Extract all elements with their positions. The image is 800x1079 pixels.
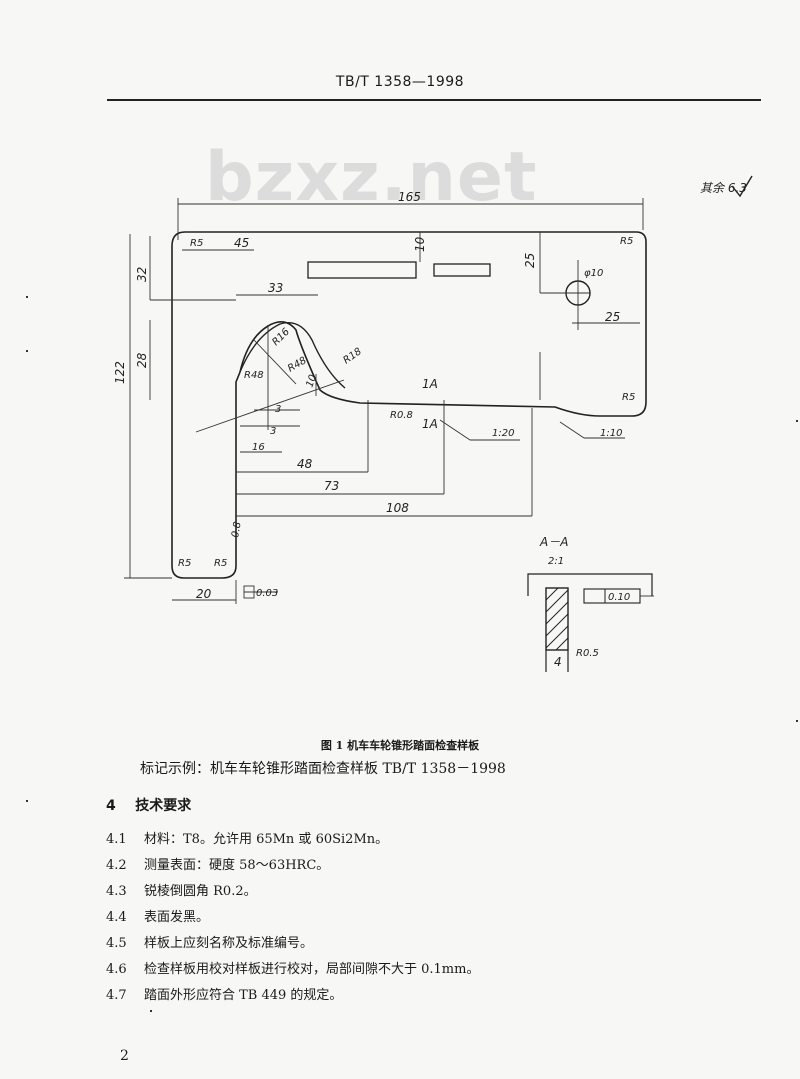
dim-25-horizontal: 25 [605,310,620,324]
scan-speck [26,800,28,802]
dim-33: 33 [268,281,283,295]
scan-speck [26,296,28,298]
section-tolerance: 0.10 [608,592,630,603]
section-heading: 4 技术要求 [106,795,191,815]
dim-45: 45 [234,236,249,250]
section-mark-lower: 1A [422,417,438,431]
radius-r5-bottom-right: R5 [622,392,635,403]
scan-speck [150,1010,152,1012]
marking-example: 标记示例：机车车轮锥形踏面检查样板 TB/T 1358－1998 [140,761,506,777]
dim-28: 28 [135,352,149,368]
dim-20: 20 [196,587,212,601]
radius-r5-bottom-left: R5 [178,558,191,569]
radius-r48-b: R48 [286,355,309,374]
taper-1-10: 1:10 [600,428,622,439]
radius-r5-top-right: R5 [620,236,633,247]
surface-roughness-note: 其余 6.3 [700,181,747,195]
dim-10: 10 [413,236,427,252]
section-title: 技术要求 [135,798,192,814]
radius-r5-bottom-inner: R5 [214,558,227,569]
radius-r5-top-left: R5 [190,238,203,249]
dim-73: 73 [324,479,339,493]
dim-phi10: φ10 [584,268,603,279]
dim-25-vertical: 25 [523,253,537,268]
header-rule [107,99,761,101]
dim-122: 122 [113,361,127,384]
radius-r48: R48 [244,370,264,381]
template-outline [171,231,647,579]
standard-code-header: TB/T 1358—1998 [335,74,465,90]
radius-r16: R16 [270,326,292,348]
scan-speck [796,420,798,422]
radius-r0-8: R0.8 [390,410,413,421]
dim-16: 16 [252,442,265,453]
radius-r18: R18 [341,346,363,366]
page-number: 2 [120,1048,129,1064]
taper-1-20: 1:20 [492,428,514,439]
section-title: A－A [539,535,568,549]
section-width-4: 4 [554,655,562,669]
section-scale: 2:1 [548,556,564,567]
dim-3-lower: 3 [270,426,276,437]
dim-10-small: 10 [304,373,319,389]
section-mark-upper: 1A [422,377,438,391]
radius-r0-5: R0.5 [576,648,599,659]
scan-speck [26,350,28,352]
dim-108: 108 [386,501,409,515]
roughness-0-8: 0.8 [230,521,244,539]
dim-3-upper: 3 [275,404,281,415]
technical-drawing: 165 45 10 25 25 φ10 32 33 28 122 48 73 1… [113,175,753,672]
flatness-tolerance: 0.03 [256,588,278,599]
dim-48: 48 [297,457,313,471]
figure-caption: 图 1 机车车轮锥形踏面检查样板 [320,739,480,752]
dim-165: 165 [398,190,421,204]
section-number: 4 [106,798,116,814]
dim-32: 32 [135,267,149,282]
scan-speck [796,720,798,722]
